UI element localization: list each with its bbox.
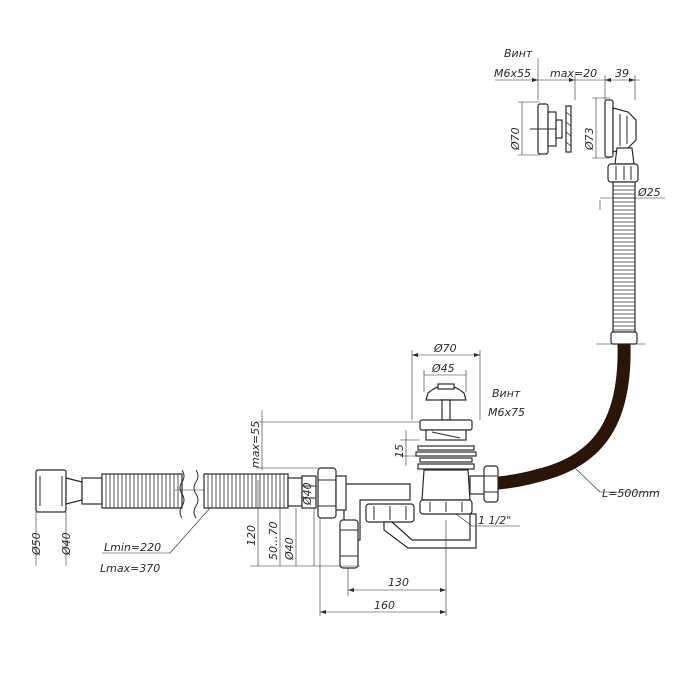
drain-height-max: max=55 — [249, 421, 262, 468]
outlet-dia-50: Ø50 — [30, 532, 43, 556]
overflow-screw-size: M6x55 — [494, 67, 531, 80]
overflow-assembly — [495, 58, 640, 183]
drain-dia-outer: Ø70 — [433, 342, 457, 355]
outlet-dia-40b: Ø40 — [283, 537, 296, 561]
outlet-h50-70: 50...70 — [267, 522, 280, 560]
overflow-depth: 39 — [615, 67, 629, 80]
outlet-corrugated-pipe — [35, 469, 447, 616]
hose-length: L=500mm — [602, 487, 660, 500]
overflow-dia-hose: Ø25 — [637, 186, 661, 199]
drain-screw-size: M6x75 — [488, 406, 525, 419]
overflow-max-gap: max=20 — [550, 67, 597, 80]
overflow-screw-word: Винт — [504, 47, 533, 60]
outlet-lmin: Lmin=220 — [104, 541, 161, 554]
drain-assembly — [256, 350, 520, 569]
overflow-corrugated-hose — [596, 181, 665, 345]
overflow-dia-cover: Ø70 — [509, 127, 522, 151]
outlet-dia-40: Ø40 — [60, 532, 73, 556]
overflow-hose — [491, 343, 631, 491]
overflow-dia-flange: Ø73 — [583, 127, 596, 151]
outlet-w160: 160 — [374, 599, 395, 612]
drain-dia-inner: Ø45 — [431, 362, 455, 375]
outlet-lmax: Lmax=370 — [100, 562, 160, 575]
outlet-w130: 130 — [388, 576, 409, 589]
outlet-h120: 120 — [245, 525, 258, 546]
outlet-dia-40c: Ø40 — [301, 482, 314, 506]
drain-screw-word: Винт — [492, 387, 521, 400]
drain-step: 15 — [393, 444, 406, 458]
drain-thread: 1 1/2" — [478, 514, 511, 527]
